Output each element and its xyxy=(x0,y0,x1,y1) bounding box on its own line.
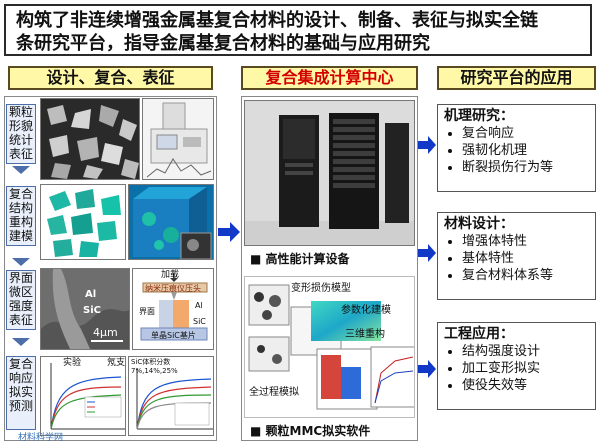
load-label: 加载 xyxy=(161,270,180,280)
arrow-right-icon xyxy=(418,244,436,262)
down-arrow-icon xyxy=(12,166,30,174)
al-label: Al xyxy=(85,289,97,300)
experiment-label: 实验 xyxy=(63,358,82,368)
3d-cube-mesh-image xyxy=(128,184,214,260)
header-applications: 研究平台的应用 xyxy=(437,66,596,90)
material-design-box: 材料设计： 增强体特性 基体特性 复合材料体系等 xyxy=(437,212,596,300)
list-item: 加工变形拟实 xyxy=(462,360,589,377)
hpc-equipment-item: ■ 高性能计算设备 xyxy=(250,252,350,266)
interface-sem-image: Al SiC 4μm xyxy=(40,268,130,350)
title-line-1: 构筑了非连续增强金属基复合材料的设计、制备、表征与拟实全链 xyxy=(16,10,538,31)
box-title: 工程应用： xyxy=(444,326,514,342)
list-item: 增强体特性 xyxy=(462,233,589,250)
list-item: 复合响应 xyxy=(462,125,589,142)
row-label-interface: 界面微区强度表征 xyxy=(6,270,36,330)
square-bullet-icon: ■ xyxy=(250,252,266,266)
deformation-damage-model-label: 变形损伤模型 xyxy=(291,283,351,294)
stress-strain-plot-1: 实验 氖支 xyxy=(40,356,126,436)
box-title: 材料设计： xyxy=(444,216,514,232)
header-computing-center: 复合集成计算中心 xyxy=(241,66,418,90)
row-label-reconstruction: 复合结构重构建模 xyxy=(6,186,36,246)
interface-label: 界面 xyxy=(139,307,155,316)
header-design: 设计、复合、表征 xyxy=(8,66,213,90)
nanoindenter-schematic: 加载 纳米压痕仪压头 界面 Al SiC 单晶SiC基片 xyxy=(132,268,214,350)
mechanism-research-box: 机理研究： 复合响应 强韧化机理 断裂损伤行为等 xyxy=(437,104,596,192)
nano-indenter-label: 纳米压痕仪压头 xyxy=(145,284,201,293)
row-label-prediction: 复合响应拟实预测 xyxy=(6,356,36,430)
list-item: 结构强度设计 xyxy=(462,343,589,360)
mmc-software-collage: 变形损伤模型 参数化建模 三维重构 全过程模拟 xyxy=(244,276,415,418)
arrow-right-icon xyxy=(418,360,436,378)
al-label-2: Al xyxy=(195,301,203,310)
box-title: 机理研究： xyxy=(444,108,514,124)
square-bullet-icon: ■ xyxy=(250,424,266,438)
list-item: 强韧化机理 xyxy=(462,142,589,159)
single-sic-substrate-label: 单晶SiC基片 xyxy=(151,331,196,340)
down-arrow-icon xyxy=(12,338,30,346)
title-line-2: 条研究平台，指导金属基复合材料的基础与应用研究 xyxy=(16,33,430,54)
sic-label-2: SiC xyxy=(193,317,206,326)
top-right-label: 氖支 xyxy=(107,358,126,368)
scale-bar-label: 4μm xyxy=(93,326,118,339)
sic-volume-label: SiC体积分数7%,14%,25% xyxy=(131,358,178,375)
stress-strain-plot-2: SiC体积分数7%,14%,25% xyxy=(128,356,214,436)
3d-reconstruction-label: 三维重构 xyxy=(345,329,385,340)
full-process-simulation-label: 全过程模拟 xyxy=(249,387,299,398)
sem-particles-image xyxy=(40,98,140,180)
watermark: 材料科学网 xyxy=(18,433,64,443)
3d-particles-image xyxy=(40,184,126,260)
mmc-software-item: ■ 颗粒MMC拟实软件 xyxy=(250,424,371,438)
list-item: 使役失效等 xyxy=(462,377,589,394)
arrow-right-icon xyxy=(218,222,240,242)
list-item: 断裂损伤行为等 xyxy=(462,159,589,176)
sic-label: SiC xyxy=(83,305,101,316)
title-box: 构筑了非连续增强金属基复合材料的设计、制备、表征与拟实全链 条研究平台，指导金属… xyxy=(4,4,592,56)
hpc-servers-image xyxy=(244,100,415,246)
engineering-application-box: 工程应用： 结构强度设计 加工变形拟实 使役失效等 xyxy=(437,322,596,410)
row-label-morphology: 颗粒形貌统计表征 xyxy=(6,104,36,164)
list-item: 复合材料体系等 xyxy=(462,267,589,284)
list-item: 基体特性 xyxy=(462,250,589,267)
down-arrow-icon xyxy=(12,258,30,266)
arrow-right-icon xyxy=(418,136,436,154)
particle-analyzer-image xyxy=(142,98,214,180)
parametric-modeling-label: 参数化建模 xyxy=(341,305,391,316)
